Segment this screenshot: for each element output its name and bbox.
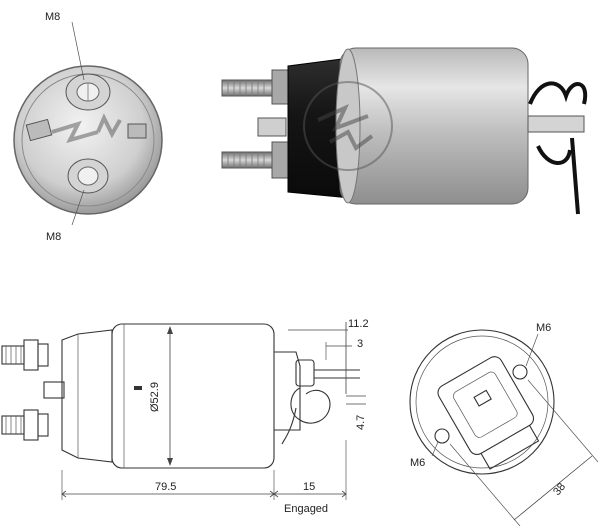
- engaged-caption: Engaged: [284, 503, 328, 515]
- end-view-top-hole: [512, 364, 528, 380]
- dim-4-7-label: 4.7: [355, 415, 367, 430]
- photo-side-view: [221, 47, 588, 215]
- bottom-stud-end: [67, 158, 109, 194]
- photo-end-view: M8 M8: [13, 11, 163, 243]
- length-dimension-label: 79.5: [155, 481, 176, 493]
- drawing-side-view: Ø52.9 11.2 3 4.7 79.5 15 Engaged: [1, 318, 369, 515]
- solenoid-body: [339, 47, 529, 205]
- dim-3-label: 3: [357, 338, 363, 350]
- upper-stud: [221, 69, 289, 105]
- return-spring: [528, 81, 588, 215]
- top-stud-end: [65, 73, 111, 111]
- end-view-top-thread-label: M6: [536, 322, 551, 334]
- engaged-value-label: 15: [303, 481, 315, 493]
- center-blade: [257, 117, 287, 137]
- watermark-logo-end: [51, 113, 122, 144]
- dim-38-label: 38: [551, 481, 568, 498]
- end-view-bottom-thread-label: M6: [410, 457, 425, 469]
- diameter-label: Ø52.9: [149, 382, 161, 412]
- lower-stud: [221, 141, 289, 179]
- end-view-bottom-hole: [434, 428, 450, 444]
- dim-11-2-label: 11.2: [348, 318, 369, 330]
- watermark-logo-side: [303, 81, 393, 171]
- end-view-bracket: [437, 356, 540, 470]
- end-view-top-label: M8: [45, 11, 60, 23]
- plunger: [527, 115, 585, 133]
- end-view-bottom-label: M8: [46, 231, 61, 243]
- drawing-end-view: M6 M6 38: [409, 322, 599, 527]
